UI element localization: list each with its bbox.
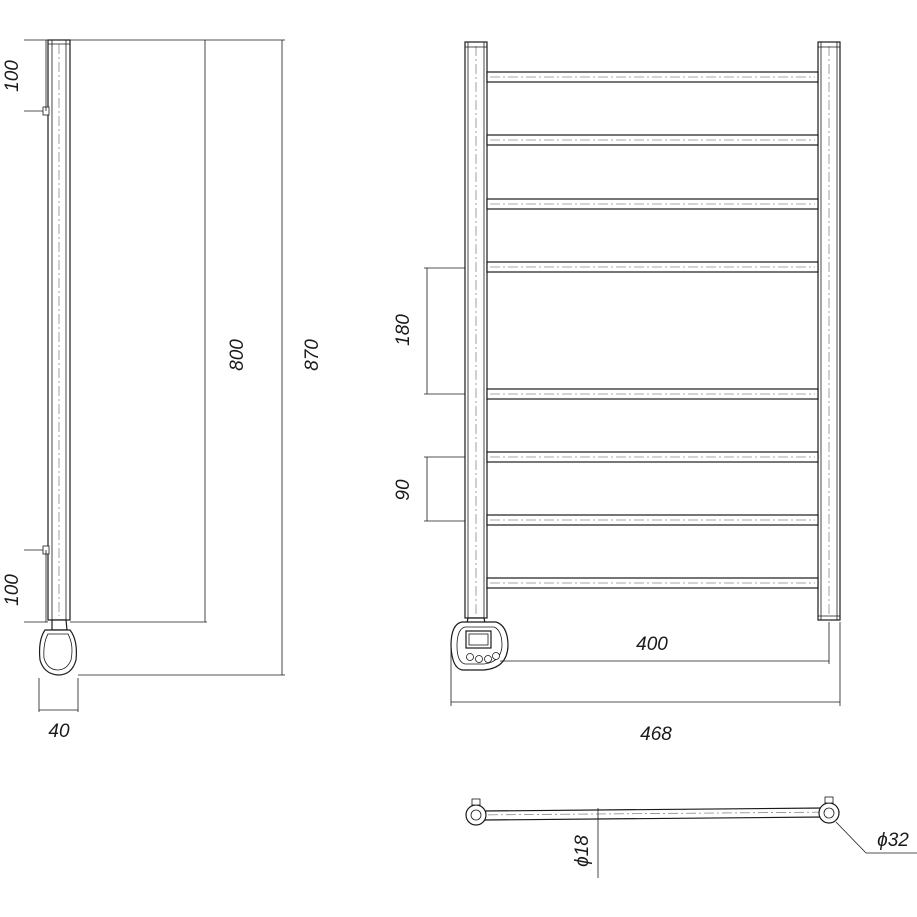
- dim-side-bottom: 100: [2, 574, 23, 606]
- front-heater-control: [450, 617, 509, 671]
- side-heater-control: [51, 619, 68, 631]
- dim-front-400: 400: [636, 634, 668, 655]
- front-view: 180 90 400 468: [393, 41, 841, 745]
- rail: [486, 261, 819, 273]
- dim-rail-spacing-180: 180: [393, 314, 414, 346]
- heater-button: [484, 655, 492, 663]
- dim-post-diameter: ϕ32: [877, 830, 909, 851]
- rail: [486, 577, 819, 589]
- heater-button: [492, 652, 500, 660]
- heater-button: [466, 653, 474, 661]
- top-view: ϕ18 ϕ32: [465, 796, 917, 878]
- heater-display: [465, 630, 492, 649]
- dim-side-800: 800: [227, 339, 248, 371]
- rail: [486, 198, 819, 210]
- rail: [486, 514, 819, 526]
- side-view: 100 100 800 870 40: [2, 39, 323, 742]
- dim-rail-diameter: ϕ18: [572, 835, 593, 867]
- dim-rail-spacing-90: 90: [393, 479, 414, 501]
- dim-side-870: 870: [302, 339, 323, 371]
- dim-side-top: 100: [2, 60, 23, 92]
- rail: [486, 134, 819, 146]
- dim-front-468: 468: [640, 724, 672, 745]
- front-rails: [486, 71, 819, 589]
- heater-button: [475, 655, 483, 663]
- dim-side-40: 40: [48, 721, 70, 742]
- rail: [486, 71, 819, 83]
- rail: [486, 451, 819, 463]
- rail: [486, 388, 819, 400]
